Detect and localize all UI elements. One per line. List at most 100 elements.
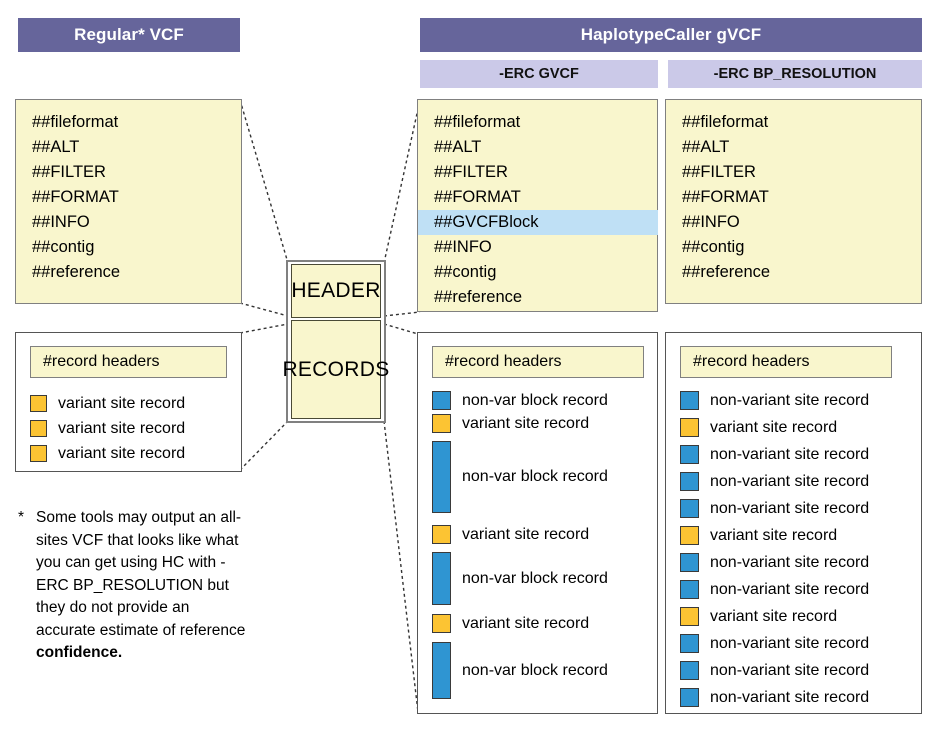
header-line: ##contig — [682, 238, 745, 256]
record-row: non-variant site record — [680, 580, 869, 599]
record-row: non-variant site record — [680, 553, 869, 572]
nonvariant-swatch-icon — [680, 634, 699, 653]
header-line: ##contig — [32, 238, 95, 256]
center-header-label: HEADER — [291, 279, 381, 302]
variant-swatch-icon — [432, 525, 451, 544]
center-header-cell: HEADER — [291, 264, 381, 318]
record-label: non-variant site record — [710, 472, 870, 490]
record-label: non-variant site record — [710, 634, 870, 652]
footnote-marker: * — [18, 509, 25, 526]
nonvariant-swatch-icon — [680, 553, 699, 572]
nonvariant-swatch-icon — [680, 499, 699, 518]
variant-swatch-icon — [680, 526, 699, 545]
nonvariant-swatch-icon — [680, 661, 699, 680]
subcolumn-title-erc-gvcf: -ERC GVCF — [420, 60, 658, 88]
variant-swatch-icon — [30, 445, 47, 462]
record-label: non-variant site record — [710, 391, 870, 409]
header-line: ##INFO — [434, 238, 492, 256]
record-row: variant site record — [680, 607, 837, 626]
record-headers-label: #record headers — [445, 353, 562, 370]
record-label: non-variant site record — [710, 499, 870, 517]
record-label: non-var block record — [462, 468, 608, 485]
header-line: ##ALT — [32, 138, 80, 156]
record-row: non-var block record — [432, 391, 608, 410]
variant-swatch-icon — [30, 420, 47, 437]
subcolumn-title-erc-bpres-label: -ERC BP_RESOLUTION — [713, 66, 877, 82]
nonvariant-swatch-icon — [680, 472, 699, 491]
records-panel-bpresolution: #record headers non-variant site record … — [665, 332, 922, 714]
nonvariant-swatch-icon — [680, 688, 699, 707]
record-row: variant site record — [680, 418, 837, 437]
header-line: ##FILTER — [682, 163, 756, 181]
header-line: ##FORMAT — [434, 188, 521, 206]
record-row: variant site record — [432, 614, 589, 633]
variant-swatch-icon — [680, 418, 699, 437]
header-line: ##reference — [682, 263, 771, 281]
record-label: non-var block record — [462, 569, 608, 587]
nonvariant-swatch-icon — [432, 441, 451, 513]
variant-swatch-icon — [680, 607, 699, 626]
header-line: ##reference — [32, 263, 121, 281]
record-row: non-variant site record — [680, 634, 869, 653]
record-label: variant site record — [710, 526, 838, 544]
nonvariant-swatch-icon — [432, 391, 451, 410]
record-headers-bar: #record headers — [30, 346, 227, 378]
record-row: non-variant site record — [680, 472, 869, 491]
nonvariant-swatch-icon — [680, 391, 699, 410]
header-line: ##fileformat — [682, 113, 769, 131]
header-line: ##ALT — [434, 138, 482, 156]
nonvariant-swatch-icon — [680, 580, 699, 599]
header-box-regular-vcf: ##fileformat ##ALT ##FILTER ##FORMAT ##I… — [15, 99, 242, 304]
column-title-haplotypecaller-gvcf: HaplotypeCaller gVCF — [420, 18, 922, 52]
record-row: variant site record — [680, 526, 837, 545]
record-label: variant site record — [58, 444, 186, 462]
record-label: non-variant site record — [710, 688, 870, 706]
header-line: ##fileformat — [32, 113, 119, 131]
record-row-tall: non-var block record — [432, 642, 608, 699]
header-line-gvcfblock-highlighted: ##GVCFBlock — [418, 210, 658, 235]
header-line: ##INFO — [32, 213, 90, 231]
header-line: ##contig — [434, 263, 497, 281]
footnote-text: Some tools may output an all-sites VCF t… — [36, 507, 250, 665]
records-panel-gvcf: #record headers non-var block record var… — [417, 332, 658, 714]
header-line: ##ALT — [682, 138, 730, 156]
header-line: ##INFO — [682, 213, 740, 231]
record-row: non-variant site record — [680, 688, 869, 707]
record-headers-label: #record headers — [43, 353, 160, 370]
record-label: variant site record — [462, 614, 590, 632]
header-box-gvcf: ##fileformat ##ALT ##FILTER ##FORMAT ##G… — [417, 99, 658, 312]
record-row: non-variant site record — [680, 391, 869, 410]
record-row: non-variant site record — [680, 499, 869, 518]
record-headers-bar: #record headers — [432, 346, 644, 378]
record-label: non-variant site record — [710, 445, 870, 463]
nonvariant-swatch-icon — [680, 445, 699, 464]
record-row: non-variant site record — [680, 661, 869, 680]
record-label: non-variant site record — [710, 661, 870, 679]
record-row-tall: non-var block record — [432, 552, 608, 605]
column-title-haplotypecaller-gvcf-label: HaplotypeCaller gVCF — [580, 25, 762, 44]
record-headers-label: #record headers — [693, 353, 810, 370]
record-row: variant site record — [30, 395, 185, 412]
record-label: non-var block record — [462, 391, 608, 409]
nonvariant-swatch-icon — [432, 552, 451, 605]
record-row: variant site record — [30, 420, 185, 437]
record-label: variant site record — [462, 414, 590, 432]
header-line: ##FORMAT — [32, 188, 119, 206]
record-label: variant site record — [710, 418, 838, 436]
column-title-regular-vcf: Regular* VCF — [18, 18, 240, 52]
header-line: ##FILTER — [434, 163, 508, 181]
record-headers-bar: #record headers — [680, 346, 892, 378]
record-row-tall: non-var block record — [432, 441, 608, 513]
footnote: * Some tools may output an all-sites VCF… — [18, 507, 250, 665]
record-label: variant site record — [710, 607, 838, 625]
subcolumn-title-erc-gvcf-label: -ERC GVCF — [499, 66, 579, 82]
center-records-cell: RECORDS — [282, 320, 389, 419]
header-line: ##FORMAT — [682, 188, 769, 206]
center-records-label: RECORDS — [282, 357, 390, 381]
header-line: ##fileformat — [434, 113, 521, 131]
subcolumn-title-erc-bpres: -ERC BP_RESOLUTION — [668, 60, 922, 88]
record-row: variant site record — [30, 445, 185, 462]
record-row: non-variant site record — [680, 445, 869, 464]
record-label: variant site record — [462, 525, 590, 543]
